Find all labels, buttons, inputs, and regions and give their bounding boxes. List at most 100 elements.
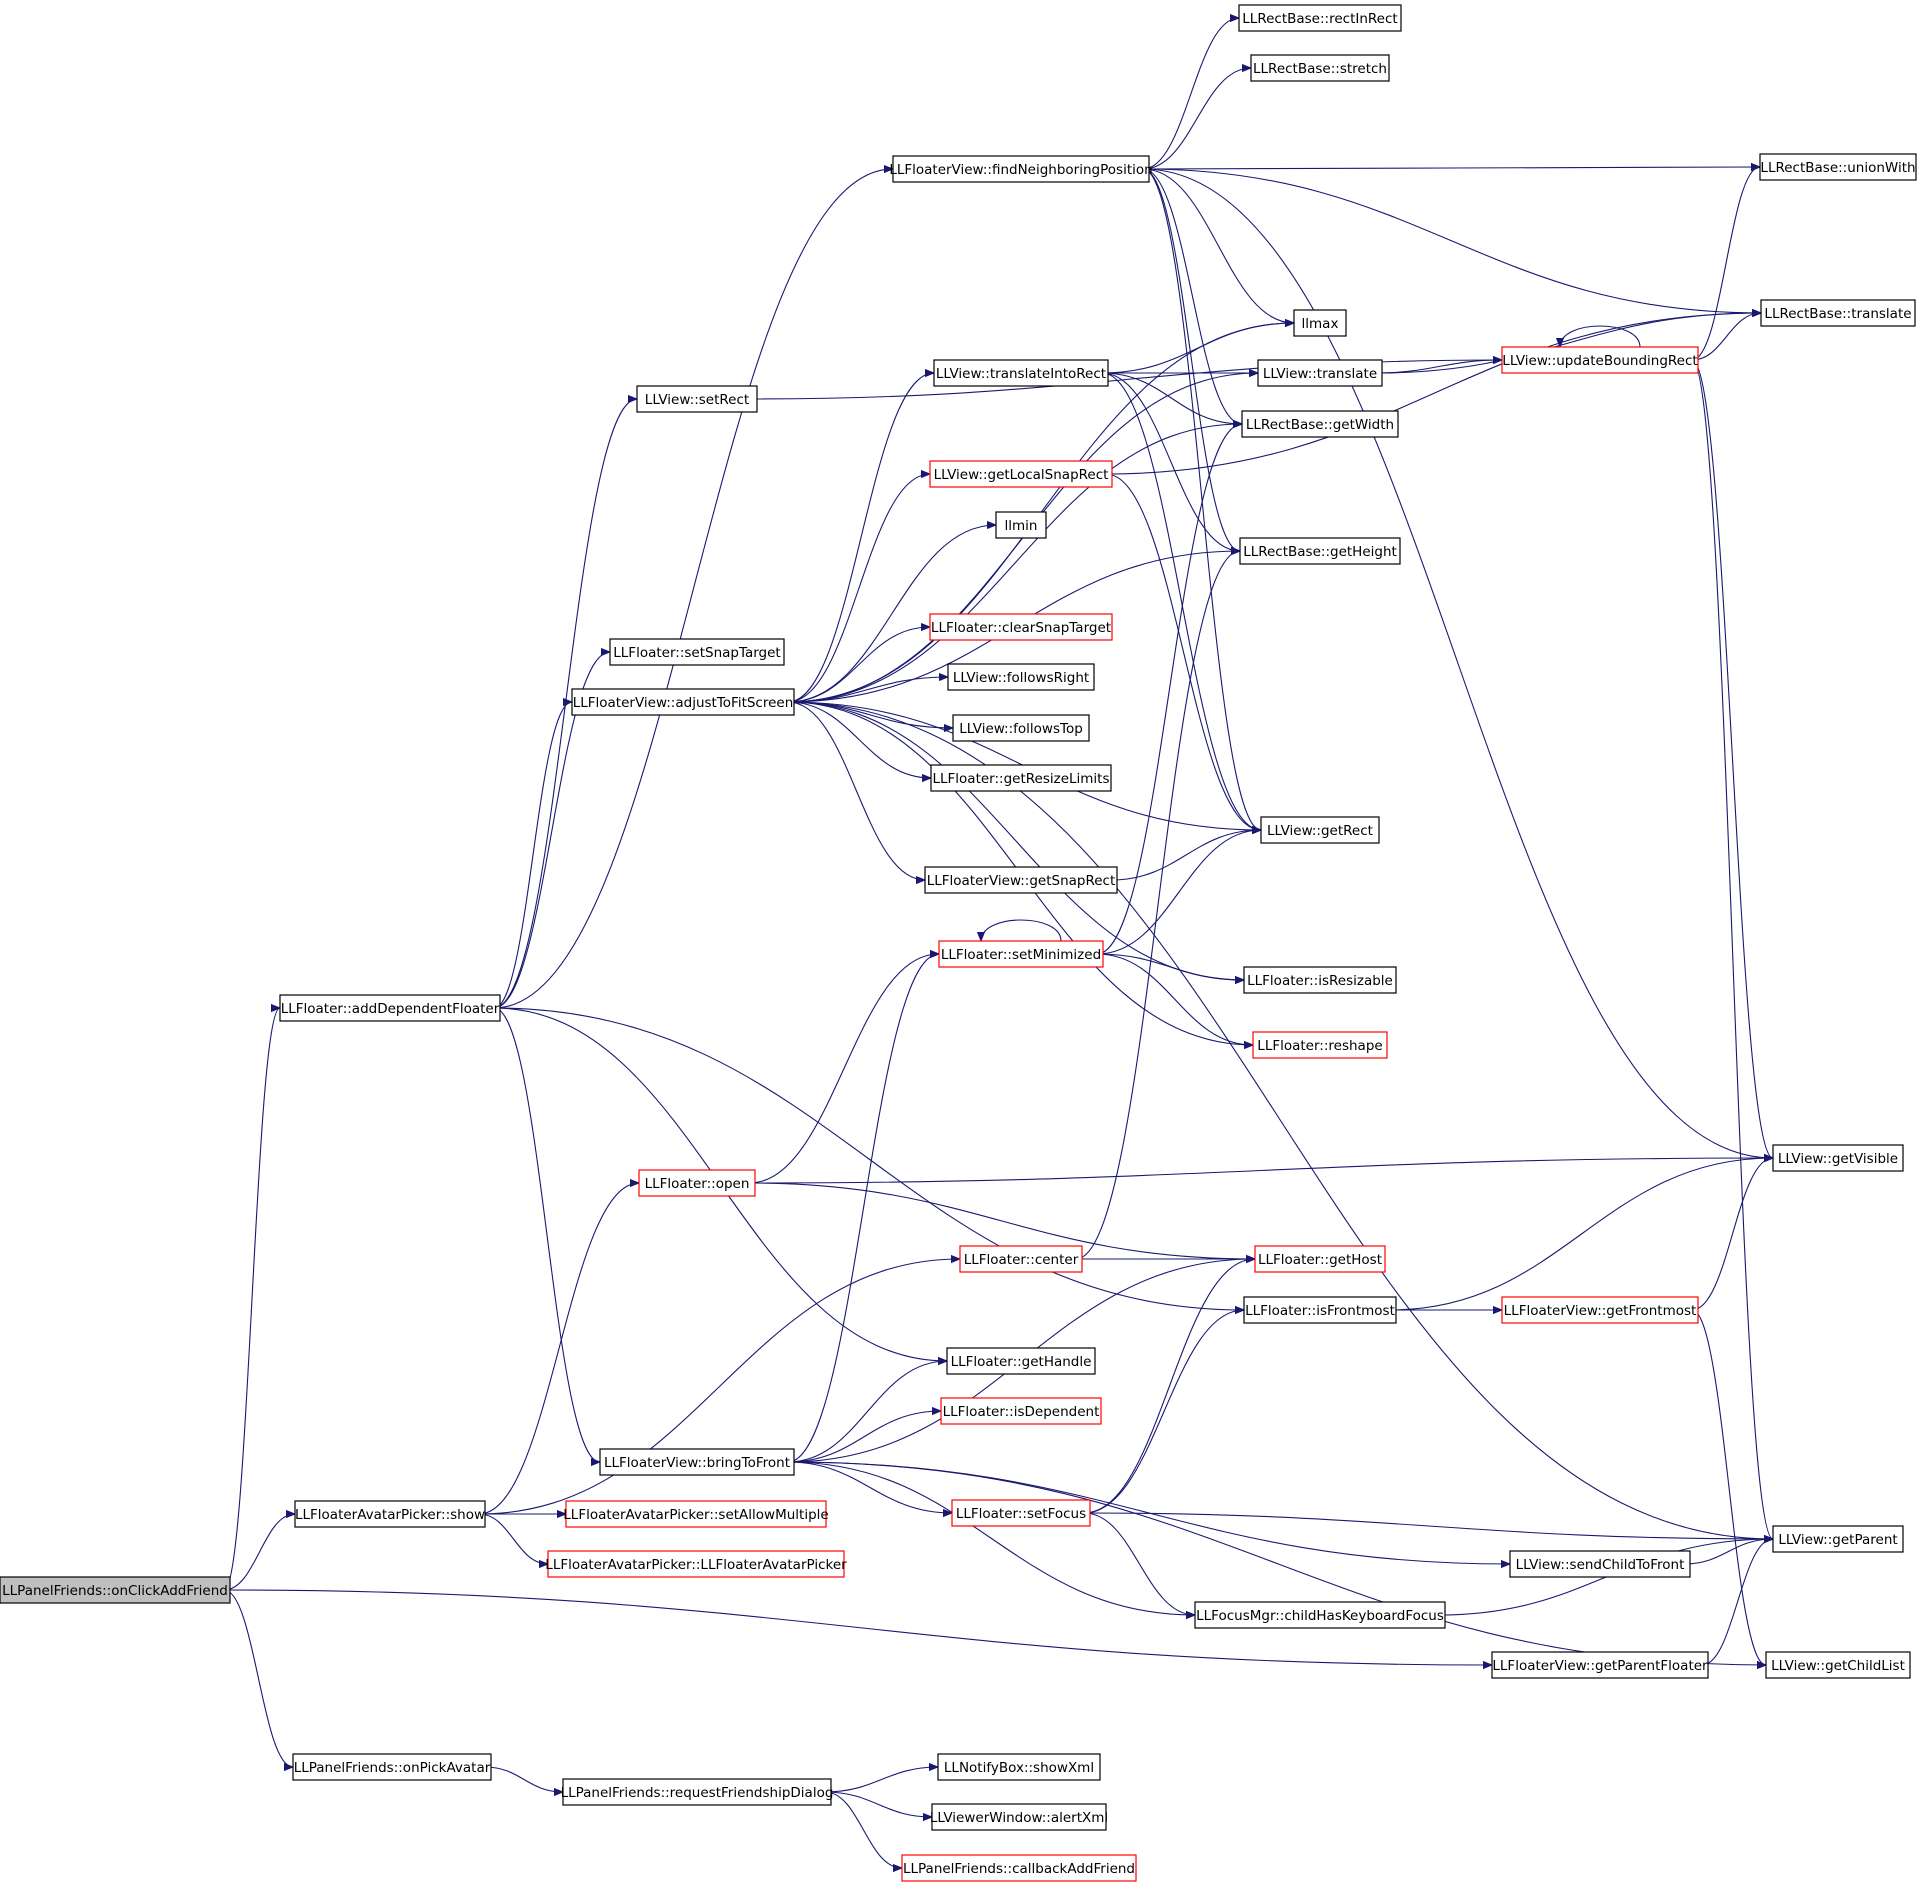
graph-node-unionWith[interactable]: LLRectBase::unionWith bbox=[1759, 153, 1917, 181]
node-box[interactable] bbox=[931, 1803, 1107, 1831]
node-box[interactable] bbox=[952, 714, 1090, 742]
graph-node-getHeight[interactable]: LLRectBase::getHeight bbox=[1239, 537, 1401, 565]
node-box[interactable] bbox=[1765, 1651, 1911, 1679]
graph-node-llmin[interactable]: llmin bbox=[995, 511, 1047, 539]
node-box[interactable] bbox=[638, 1169, 756, 1197]
graph-node-setRect[interactable]: LLView::setRect bbox=[636, 385, 758, 413]
graph-node-getResizeLimits[interactable]: LLFloater::getResizeLimits bbox=[930, 764, 1112, 792]
node-box[interactable] bbox=[636, 385, 758, 413]
node-box[interactable] bbox=[940, 1397, 1102, 1425]
node-box[interactable] bbox=[1194, 1601, 1446, 1629]
graph-node-setMinimized[interactable]: LLFloater::setMinimized bbox=[938, 940, 1104, 968]
graph-node-isResizable[interactable]: LLFloater::isResizable bbox=[1243, 966, 1397, 994]
graph-node-followsTop[interactable]: LLView::followsTop bbox=[952, 714, 1090, 742]
graph-node-addDependentFloater[interactable]: LLFloater::addDependentFloater bbox=[279, 994, 501, 1022]
graph-node-getParentFloater[interactable]: LLFloaterView::getParentFloater bbox=[1491, 1651, 1709, 1679]
node-box[interactable] bbox=[901, 1854, 1137, 1882]
node-box[interactable] bbox=[1772, 1144, 1904, 1172]
node-box[interactable] bbox=[571, 688, 795, 716]
node-box[interactable] bbox=[947, 663, 1095, 691]
graph-node-showXml[interactable]: LLNotifyBox::showXml bbox=[937, 1753, 1101, 1781]
graph-node-alertXml[interactable]: LLViewerWindow::alertXml bbox=[930, 1803, 1108, 1831]
node-box[interactable] bbox=[933, 359, 1109, 387]
graph-node-setSnapTarget[interactable]: LLFloater::setSnapTarget bbox=[609, 638, 785, 666]
node-box[interactable] bbox=[1509, 1550, 1691, 1578]
node-box[interactable] bbox=[562, 1778, 832, 1806]
node-box[interactable] bbox=[1254, 1245, 1386, 1273]
graph-node-getFrontmost[interactable]: LLFloaterView::getFrontmost bbox=[1501, 1296, 1699, 1324]
graph-node-onClickAddFriend[interactable]: LLPanelFriends::onClickAddFriend bbox=[0, 1576, 231, 1604]
node-box[interactable] bbox=[1257, 359, 1383, 387]
graph-node-reshape[interactable]: LLFloater::reshape bbox=[1252, 1031, 1388, 1059]
node-box[interactable] bbox=[565, 1500, 827, 1528]
graph-node-childHasKeyboardFocus[interactable]: LLFocusMgr::childHasKeyboardFocus bbox=[1194, 1601, 1446, 1629]
node-box[interactable] bbox=[547, 1550, 845, 1578]
graph-node-getWidth[interactable]: LLRectBase::getWidth bbox=[1241, 410, 1399, 438]
graph-node-updateBoundingRect[interactable]: LLView::updateBoundingRect bbox=[1501, 346, 1699, 374]
graph-node-adjustToFitScreen[interactable]: LLFloaterView::adjustToFitScreen bbox=[571, 688, 795, 716]
node-box[interactable] bbox=[1241, 410, 1399, 438]
node-box[interactable] bbox=[892, 155, 1150, 183]
graph-node-sendChildToFront[interactable]: LLView::sendChildToFront bbox=[1509, 1550, 1691, 1578]
node-box[interactable] bbox=[995, 511, 1047, 539]
node-box[interactable] bbox=[1260, 816, 1380, 844]
node-box[interactable] bbox=[937, 1753, 1101, 1781]
graph-node-setFocus[interactable]: LLFloater::setFocus bbox=[951, 1499, 1091, 1527]
graph-node-isDependent[interactable]: LLFloater::isDependent bbox=[940, 1397, 1102, 1425]
node-box[interactable] bbox=[1243, 1296, 1397, 1324]
node-box[interactable] bbox=[0, 1576, 231, 1604]
graph-node-translateIntoRect[interactable]: LLView::translateIntoRect bbox=[933, 359, 1109, 387]
graph-node-getSnapRect[interactable]: LLFloaterView::getSnapRect bbox=[924, 866, 1118, 894]
graph-node-findNeighboringPosition[interactable]: LLFloaterView::findNeighboringPosition bbox=[889, 155, 1153, 183]
node-box[interactable] bbox=[929, 460, 1113, 488]
graph-node-bringToFront[interactable]: LLFloaterView::bringToFront bbox=[599, 1448, 795, 1476]
node-box[interactable] bbox=[1252, 1031, 1388, 1059]
node-box[interactable] bbox=[1239, 537, 1401, 565]
graph-node-requestFriendshipDialog[interactable]: LLPanelFriends::requestFriendshipDialog bbox=[561, 1778, 834, 1806]
graph-node-onPickAvatar[interactable]: LLPanelFriends::onPickAvatar bbox=[292, 1753, 492, 1781]
graph-node-center[interactable]: LLFloater::center bbox=[959, 1245, 1083, 1273]
node-box[interactable] bbox=[1501, 346, 1699, 374]
node-box[interactable] bbox=[951, 1499, 1091, 1527]
node-box[interactable] bbox=[1760, 299, 1916, 327]
node-box[interactable] bbox=[1491, 1651, 1709, 1679]
node-box[interactable] bbox=[292, 1753, 492, 1781]
graph-node-getVisible[interactable]: LLView::getVisible bbox=[1772, 1144, 1904, 1172]
node-box[interactable] bbox=[279, 994, 501, 1022]
node-box[interactable] bbox=[930, 764, 1112, 792]
node-box[interactable] bbox=[599, 1448, 795, 1476]
node-box[interactable] bbox=[1250, 54, 1390, 82]
graph-node-viewTranslate[interactable]: LLView::translate bbox=[1257, 359, 1383, 387]
node-box[interactable] bbox=[294, 1500, 486, 1528]
node-box[interactable] bbox=[1772, 1525, 1904, 1553]
graph-node-avatarPickerCtor[interactable]: LLFloaterAvatarPicker::LLFloaterAvatarPi… bbox=[545, 1550, 847, 1578]
graph-node-getHost[interactable]: LLFloater::getHost bbox=[1254, 1245, 1386, 1273]
graph-node-rectInRect[interactable]: LLRectBase::rectInRect bbox=[1238, 4, 1402, 32]
node-box[interactable] bbox=[1501, 1296, 1699, 1324]
graph-node-llmax[interactable]: llmax bbox=[1293, 309, 1347, 337]
graph-node-rectTranslate[interactable]: LLRectBase::translate bbox=[1760, 299, 1916, 327]
node-box[interactable] bbox=[959, 1245, 1083, 1273]
graph-node-getRect[interactable]: LLView::getRect bbox=[1260, 816, 1380, 844]
graph-node-getChildList[interactable]: LLView::getChildList bbox=[1765, 1651, 1911, 1679]
node-box[interactable] bbox=[1759, 153, 1917, 181]
graph-node-clearSnapTarget[interactable]: LLFloater::clearSnapTarget bbox=[929, 613, 1113, 641]
graph-node-stretch[interactable]: LLRectBase::stretch bbox=[1250, 54, 1390, 82]
node-box[interactable] bbox=[609, 638, 785, 666]
node-box[interactable] bbox=[1293, 309, 1347, 337]
graph-node-followsRight[interactable]: LLView::followsRight bbox=[947, 663, 1095, 691]
node-box[interactable] bbox=[1243, 966, 1397, 994]
node-box[interactable] bbox=[929, 613, 1113, 641]
graph-node-callbackAddFriend[interactable]: LLPanelFriends::callbackAddFriend bbox=[901, 1854, 1137, 1882]
graph-node-isFrontmost[interactable]: LLFloater::isFrontmost bbox=[1243, 1296, 1397, 1324]
graph-node-getHandle[interactable]: LLFloater::getHandle bbox=[946, 1347, 1096, 1375]
graph-node-avatarPickerShow[interactable]: LLFloaterAvatarPicker::show bbox=[294, 1500, 486, 1528]
graph-node-getParent[interactable]: LLView::getParent bbox=[1772, 1525, 1904, 1553]
node-box[interactable] bbox=[924, 866, 1118, 894]
node-box[interactable] bbox=[1238, 4, 1402, 32]
node-box[interactable] bbox=[938, 940, 1104, 968]
graph-node-getLocalSnapRect[interactable]: LLView::getLocalSnapRect bbox=[929, 460, 1113, 488]
node-box[interactable] bbox=[946, 1347, 1096, 1375]
graph-node-setAllowMultiple[interactable]: LLFloaterAvatarPicker::setAllowMultiple bbox=[563, 1500, 829, 1528]
graph-node-floaterOpen[interactable]: LLFloater::open bbox=[638, 1169, 756, 1197]
